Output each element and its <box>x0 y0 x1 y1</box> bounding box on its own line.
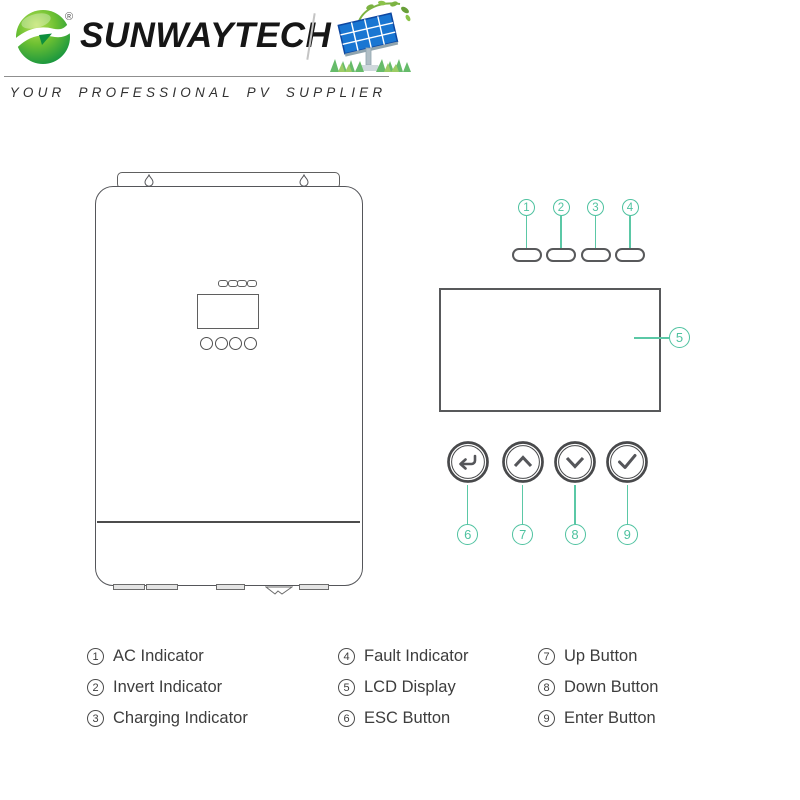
legend-item-up-button: 7 Up Button <box>538 641 658 672</box>
device-led-indicator <box>227 280 238 287</box>
invert-led-indicator <box>546 248 576 262</box>
callout-7: 7 <box>512 524 534 545</box>
legend-num: 8 <box>538 679 555 696</box>
legend-label: Charging Indicator <box>113 709 248 727</box>
brand-tagline: YOUR PROFESSIONAL PV SUPPLIER <box>9 85 387 100</box>
legend-num: 2 <box>87 679 104 696</box>
device-bottom-port <box>146 584 178 590</box>
callout-1: 1 <box>518 199 535 216</box>
device-bottom-port <box>299 584 329 590</box>
fault-led-indicator <box>615 248 645 262</box>
legend-num: 5 <box>338 679 355 696</box>
legend-label: ESC Button <box>364 709 451 727</box>
charging-led-indicator <box>580 248 611 262</box>
callout-line <box>521 485 524 524</box>
device-led-indicator <box>246 280 257 287</box>
device-button <box>200 337 213 350</box>
callout-line <box>634 337 669 339</box>
device-led-indicator <box>218 280 228 287</box>
solar-panel-illustration <box>328 0 412 73</box>
callout-line <box>594 216 597 248</box>
device-bottom-vent <box>264 583 294 601</box>
esc-button <box>446 440 490 484</box>
device-bottom-port <box>113 584 145 590</box>
legend-num: 1 <box>87 648 104 665</box>
callout-9: 9 <box>616 524 638 545</box>
check-icon <box>618 454 637 469</box>
legend-label: LCD Display <box>364 678 456 696</box>
return-arrow-icon <box>458 454 476 470</box>
device-button <box>244 337 258 350</box>
device-bottom-port <box>216 584 245 590</box>
device-panel-seam <box>97 521 360 523</box>
legend-label: Enter Button <box>564 709 656 727</box>
legend-item-ac-indicator: 1 AC Indicator <box>87 641 248 672</box>
device-led-indicator <box>237 280 247 287</box>
callout-2: 2 <box>552 199 570 216</box>
down-button <box>553 440 597 484</box>
legend-label: AC Indicator <box>113 647 204 665</box>
legend-item-charging-indicator: 3 Charging Indicator <box>87 703 248 734</box>
chevron-up-icon <box>513 455 532 468</box>
callout-line <box>626 485 629 524</box>
legend-column-3: 7 Up Button 8 Down Button 9 Enter Button <box>538 641 658 734</box>
ac-led-indicator <box>511 248 542 262</box>
callout-line <box>629 216 631 248</box>
callout-4: 4 <box>621 199 639 216</box>
callout-line <box>560 216 562 248</box>
legend-item-esc-button: 6 ESC Button <box>338 703 469 734</box>
legend-item-fault-indicator: 4 Fault Indicator <box>338 641 469 672</box>
up-button <box>501 440 545 484</box>
registered-trademark: ® <box>65 11 74 23</box>
legend-label: Up Button <box>564 647 638 665</box>
legend-num: 9 <box>538 710 555 727</box>
callout-line <box>574 485 576 524</box>
legend-num: 6 <box>338 710 355 727</box>
legend-label: Invert Indicator <box>113 678 223 696</box>
callout-3: 3 <box>587 199 604 216</box>
brand-logo-icon <box>12 8 75 66</box>
enter-button <box>605 440 649 484</box>
callout-8: 8 <box>564 524 586 545</box>
legend-item-lcd-display: 5 LCD Display <box>338 672 469 703</box>
legend-label: Down Button <box>564 678 659 696</box>
header-rule <box>4 76 389 78</box>
lcd-display <box>439 288 661 412</box>
brand-wordmark: SUNWAYTECH <box>80 16 332 55</box>
callout-6: 6 <box>457 524 479 545</box>
legend-item-enter-button: 9 Enter Button <box>538 703 658 734</box>
legend-label: Fault Indicator <box>364 647 469 665</box>
legend-num: 3 <box>87 710 104 727</box>
legend-item-down-button: 8 Down Button <box>538 672 658 703</box>
callout-5: 5 <box>669 327 690 348</box>
device-lcd-screen <box>197 294 259 329</box>
inverter-front-panel <box>95 186 363 586</box>
device-button <box>229 337 243 350</box>
callout-line <box>525 216 528 248</box>
legend-num: 7 <box>538 648 555 665</box>
device-button <box>214 337 228 350</box>
legend-column-1: 1 AC Indicator 2 Invert Indicator 3 Char… <box>87 641 248 734</box>
legend-item-invert-indicator: 2 Invert Indicator <box>87 672 248 703</box>
callout-line <box>466 485 469 524</box>
legend-num: 4 <box>338 648 355 665</box>
chevron-down-icon <box>565 456 585 469</box>
legend-column-2: 4 Fault Indicator 5 LCD Display 6 ESC Bu… <box>338 641 469 734</box>
